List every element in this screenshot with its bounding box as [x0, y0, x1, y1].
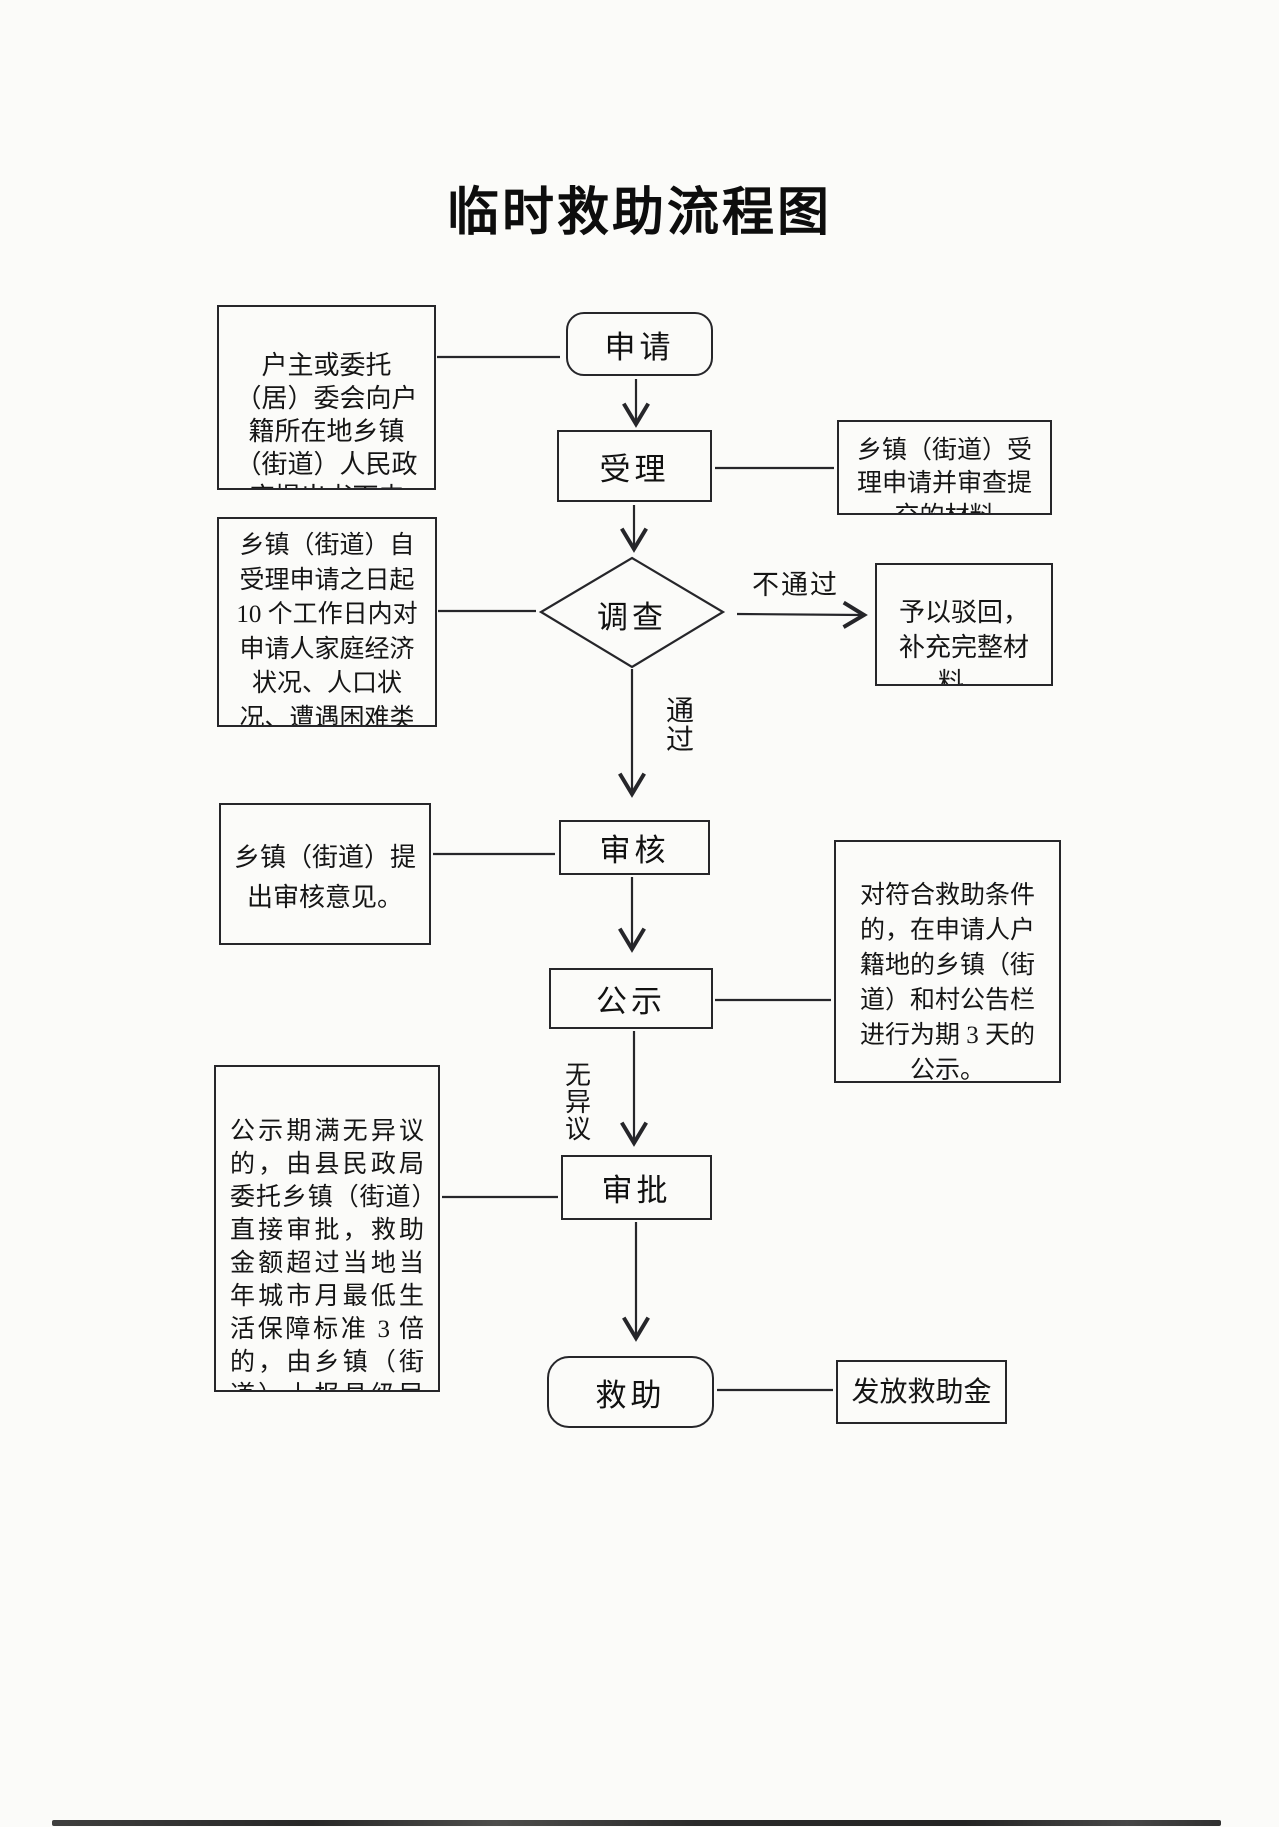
node-approve-label: 审批: [601, 1173, 672, 1208]
investigate-diamond: [541, 558, 723, 667]
arrow-investigate-reject: [737, 614, 862, 615]
note-apply: 户主或委托（居）委会向户籍所在地乡镇（街道）人民政府提出书面申请。: [217, 305, 436, 490]
edge-label-fail: 不通过: [752, 570, 839, 600]
note-investigate: 乡镇（街道）自受理申请之日起 10 个工作日内对申请人家庭经济状况、人口状况、遭…: [217, 517, 437, 727]
node-assist: 救助: [547, 1356, 714, 1428]
note-investigate-text: 乡镇（街道）自受理申请之日起 10 个工作日内对申请人家庭经济状况、人口状况、遭…: [236, 532, 418, 727]
node-review: 审核: [559, 820, 710, 875]
node-apply-label: 申请: [604, 329, 675, 365]
edge-label-no-objection: 无异议: [564, 1061, 591, 1144]
note-reject-text: 予以驳回，补充完整材料。: [898, 598, 1029, 686]
note-approve-text: 公示期满无异议的，由县民政局委托乡镇（街道）直接审批，救助金额超过当地当年城市月…: [230, 1118, 424, 1390]
node-publicize: 公示: [549, 968, 713, 1029]
node-publicize-label: 公示: [596, 984, 666, 1019]
node-apply: 申请: [566, 312, 713, 376]
node-review-label: 审核: [599, 833, 670, 868]
note-accept: 乡镇（街道）受理申请并审查提交的材料: [837, 420, 1052, 515]
scan-edge-artifact: [52, 1820, 1221, 1826]
note-review: 乡镇（街道）提出审核意见。: [219, 803, 431, 945]
node-approve: 审批: [561, 1155, 712, 1220]
note-reject: 予以驳回，补充完整材料。: [875, 563, 1053, 686]
note-approve: 公示期满无异议的，由县民政局委托乡镇（街道）直接审批，救助金额超过当地当年城市月…: [214, 1065, 440, 1392]
note-publicize: 对符合救助条件的，在申请人户籍地的乡镇（街道）和村公告栏进行为期 3 天的公示。: [834, 840, 1061, 1083]
edge-label-pass: 通过: [665, 696, 694, 756]
page-title: 临时救助流程图: [446, 182, 832, 243]
node-assist-label: 救助: [595, 1377, 666, 1413]
node-investigate-label: 调查: [597, 600, 667, 635]
node-accept: 受理: [557, 430, 712, 502]
note-publicize-text: 对符合救助条件的，在申请人户籍地的乡镇（街道）和村公告栏进行为期 3 天的公示。: [859, 882, 1035, 1083]
note-accept-text: 乡镇（街道）受理申请并审查提交的材料: [856, 437, 1032, 513]
note-apply-text: 户主或委托（居）委会向户籍所在地乡镇（街道）人民政府提出书面申请。: [235, 351, 418, 488]
note-assist-text: 发放救助金: [851, 1377, 992, 1408]
note-assist: 发放救助金: [836, 1360, 1007, 1424]
node-accept-label: 受理: [599, 451, 670, 487]
note-review-text: 乡镇（街道）提出审核意见。: [233, 843, 416, 912]
